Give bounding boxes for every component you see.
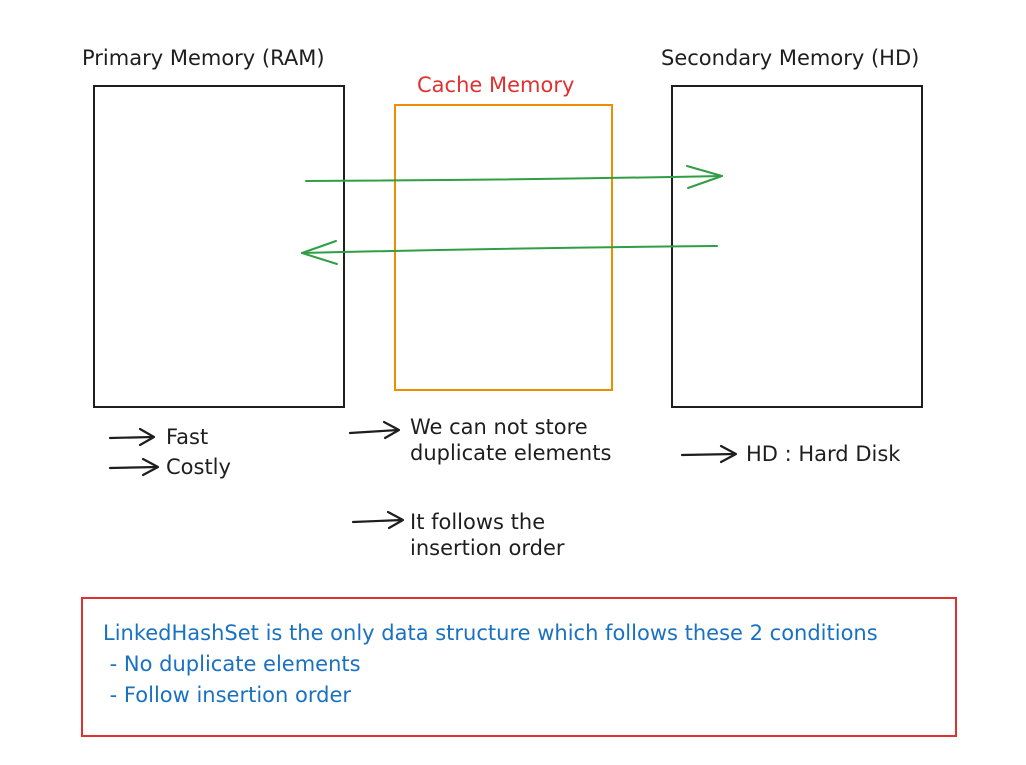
secondary-memory-title: Secondary Memory (HD): [661, 46, 920, 70]
bullet-arrow-fast: [108, 427, 156, 447]
cache-memory-title: Cache Memory: [417, 73, 575, 97]
note-no-duplicates-line-2: duplicate elements: [410, 441, 612, 465]
bullet-arrow-costly: [108, 457, 160, 477]
note-insertion-order-line-2: insertion order: [410, 536, 565, 560]
arrow-hd-to-ram: [301, 240, 718, 265]
bullet-arrow-hard-disk: [680, 444, 738, 464]
callout-heading: LinkedHashSet is the only data structure…: [103, 621, 878, 645]
callout-item-no-duplicates: - No duplicate elements: [103, 652, 361, 676]
callout-item-insertion-order: - Follow insertion order: [103, 683, 352, 707]
primary-memory-box: [93, 85, 345, 408]
note-no-duplicates: We can not store duplicate elements: [410, 414, 611, 466]
primary-memory-title: Primary Memory (RAM): [82, 46, 325, 70]
bullet-arrow-no-duplicates: [348, 420, 401, 440]
note-hard-disk: HD : Hard Disk: [746, 442, 901, 466]
note-no-duplicates-line-1: We can not store: [410, 415, 588, 439]
note-fast: Fast: [166, 425, 209, 449]
callout-box: [81, 597, 957, 737]
note-costly: Costly: [166, 455, 231, 479]
note-insertion-order-line-1: It follows the: [410, 510, 546, 534]
note-insertion-order: It follows the insertion order: [410, 509, 565, 561]
arrow-ram-to-hd: [305, 165, 723, 189]
bullet-arrow-insertion-order: [351, 510, 405, 530]
